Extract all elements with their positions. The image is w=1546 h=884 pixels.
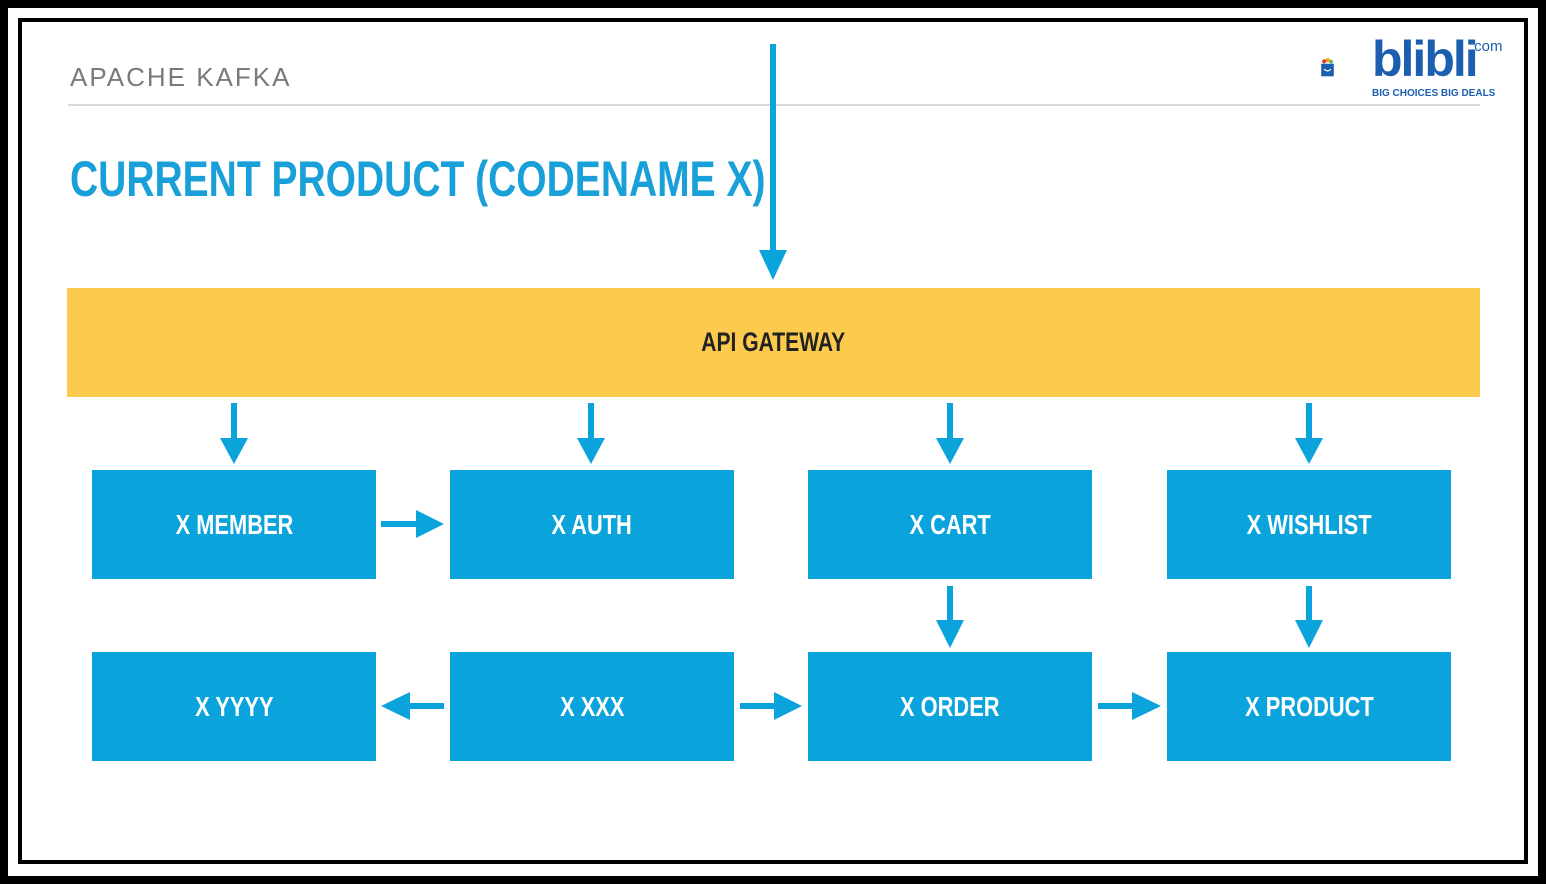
logo-tagline: BIG CHOICES BIG DEALS [1372, 88, 1496, 99]
arrow-wishlist-product [1295, 586, 1323, 648]
arrow-cart-order [936, 586, 964, 648]
api-gateway-box: API GATEWAY [67, 288, 1480, 397]
arrow-gateway-cart [936, 403, 964, 464]
service-xxx-label: X XXX [559, 690, 625, 722]
service-wishlist: X WISHLIST [1167, 470, 1451, 579]
arrow-gateway-auth [577, 403, 605, 464]
arrow-into-gateway [759, 44, 787, 280]
service-product-label: X PRODUCT [1244, 690, 1374, 722]
service-order-label: X ORDER [900, 690, 1000, 722]
service-auth: X AUTH [450, 470, 734, 579]
arrow-member-auth [381, 510, 444, 538]
logo-suffix: .com [1470, 38, 1503, 55]
service-yyyy: X YYYY [92, 652, 376, 761]
service-cart: X CART [808, 470, 1092, 579]
arrow-xxx-order [740, 692, 802, 720]
api-gateway-label: API GATEWAY [701, 327, 846, 357]
slide-title: CURRENT PRODUCT (CODENAME X) [70, 151, 766, 207]
service-product: X PRODUCT [1167, 652, 1451, 761]
arrow-order-product [1098, 692, 1161, 720]
arrow-xxx-yyyy [381, 692, 444, 720]
section-label: APACHE KAFKA [70, 62, 292, 92]
service-order: X ORDER [808, 652, 1092, 761]
service-cart-label: X CART [909, 508, 991, 540]
service-member: X MEMBER [92, 470, 376, 579]
blibli-bag-icon [1321, 58, 1334, 77]
service-yyyy-label: X YYYY [194, 690, 274, 722]
logo-brand: blibli [1372, 31, 1479, 87]
service-xxx: X XXX [450, 652, 734, 761]
service-member-label: X MEMBER [175, 508, 293, 540]
arrow-gateway-wishlist [1295, 403, 1323, 464]
arrow-gateway-member [220, 403, 248, 464]
service-wishlist-label: X WISHLIST [1246, 508, 1372, 540]
service-auth-label: X AUTH [551, 508, 633, 540]
